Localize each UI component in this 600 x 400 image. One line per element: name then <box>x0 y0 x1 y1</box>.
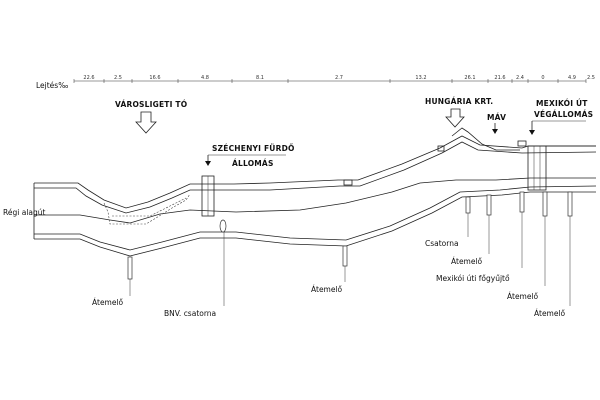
gradient-value: 2.5 <box>587 75 595 81</box>
pump-5 <box>567 191 573 217</box>
mexikoi-label-1: MEXIKÓI ÚT <box>536 99 588 108</box>
hungaria-label: HUNGÁRIA KRT. <box>425 97 493 106</box>
hungaria-vent <box>437 145 445 152</box>
csatorna-label: Csatorna <box>425 239 459 248</box>
gradient-value: 4.8 <box>201 75 209 81</box>
mexikoi-label-2: VÉGÁLLOMÁS <box>534 110 593 119</box>
callout-labels: Régi alagút Átemelő BNV. csatorna Átemel… <box>3 208 566 318</box>
bnv-csatorna-label: BNV. csatorna <box>164 309 216 318</box>
place-markers <box>135 108 586 166</box>
gradient-value: 16.6 <box>149 75 160 81</box>
gradient-value: 26.1 <box>464 75 475 81</box>
tunnel-mid-line <box>34 177 596 224</box>
mexikoi-arrow-head <box>529 130 535 135</box>
atemelo-1-label: Átemelő <box>92 298 124 307</box>
atemelo-5-label: Átemelő <box>534 309 566 318</box>
pump-1 <box>127 256 133 280</box>
tunnel-invert-outer <box>34 191 596 257</box>
tunnel-invert-inner <box>34 185 597 251</box>
gradient-value: 21.6 <box>494 75 505 81</box>
gradient-value: 22.6 <box>83 75 94 81</box>
hungaria-arrow <box>445 108 465 128</box>
collector-pipe <box>519 191 525 213</box>
atemelo-2-label: Átemelő <box>311 285 343 294</box>
gradient-value: 4.9 <box>568 75 576 81</box>
szechenyi-label-1: SZÉCHENYI FÜRDŐ <box>212 144 295 153</box>
place-labels: VÁROSLIGETI TÓ SZÉCHENYI FÜRDŐ ÁLLOMÁS H… <box>115 97 593 168</box>
hungaria-ramp <box>451 127 520 151</box>
mav-structure <box>517 140 527 147</box>
gradient-label: Lejtés‰ <box>36 81 68 90</box>
gradient-ticks: 22.6 2.5 16.6 4.8 8.1 2.7 13.2 26.1 21.6 2.4 0 4.9 2… <box>73 75 595 83</box>
mav-arrow-head <box>492 129 498 134</box>
atemelo-4-label: Átemelő <box>507 292 539 301</box>
pump-4 <box>542 191 548 217</box>
gradient-value: 2.5 <box>114 75 122 81</box>
channel-pipe <box>465 196 471 214</box>
regi-alagut-label: Régi alagút <box>3 208 46 217</box>
tunnel-body <box>33 127 597 257</box>
gradient-value: 0 <box>541 75 544 81</box>
pump-stations <box>127 191 573 280</box>
bnv-channel-symbol <box>219 219 227 233</box>
varosliget-label: VÁROSLIGETI TÓ <box>115 100 187 109</box>
gradient-value: 13.2 <box>415 75 426 81</box>
old-tunnel-dashed <box>103 193 191 225</box>
gradient-value: 2.7 <box>335 75 343 81</box>
mav-label: MÁV <box>487 113 506 122</box>
tunnel-top-inner <box>34 141 597 214</box>
varosliget-arrow <box>135 111 157 134</box>
szechenyi-arrow-head <box>205 161 211 166</box>
leader-lines <box>129 212 571 306</box>
szechenyi-label-2: ÁLLOMÁS <box>232 159 274 168</box>
pump-3 <box>486 194 492 216</box>
gradient-value: 2.4 <box>516 75 524 81</box>
old-tunnel-bottom <box>112 197 187 217</box>
atemelo-3-label: Átemelő <box>451 257 483 266</box>
gradient-value: 8.1 <box>256 75 264 81</box>
mexikoi-fogyujto-label: Mexikói úti főgyűjtő <box>436 274 510 283</box>
pump-2 <box>342 245 348 267</box>
tunnel-top-outer <box>34 135 596 209</box>
tunnel-notch <box>343 179 353 186</box>
gradient-scale: Lejtés‰ 22.6 2.5 16.6 4.8 8.1 2.7 13.2 26.1 21.6… <box>36 75 595 90</box>
mexikoi-terminal-box <box>527 145 547 191</box>
